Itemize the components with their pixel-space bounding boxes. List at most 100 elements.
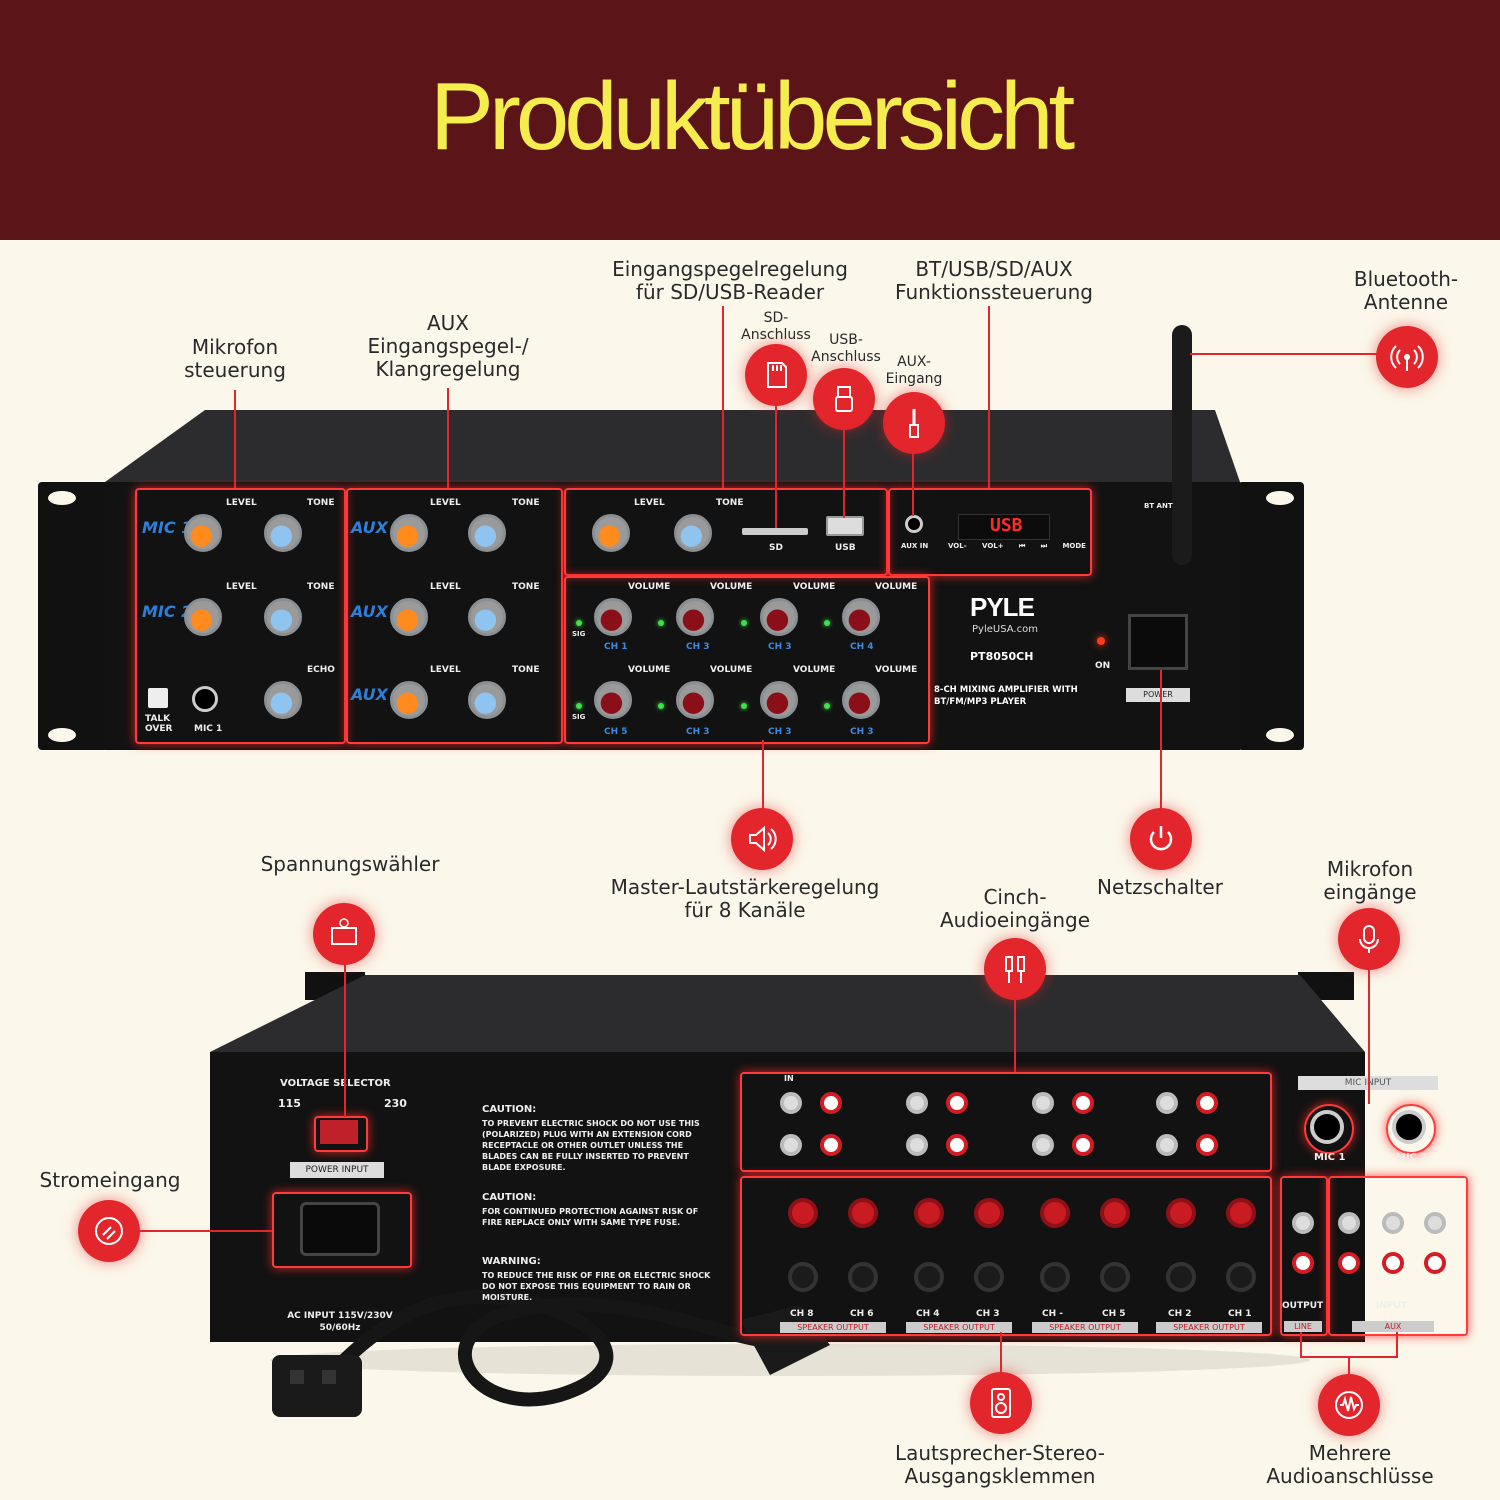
rca-jack-12[interactable]	[946, 1134, 968, 1156]
aux-in-2-l-jack[interactable]	[1382, 1212, 1404, 1234]
label-usb-port-line1: USB-	[829, 332, 863, 348]
usb-port-label: USB	[835, 543, 856, 553]
line-aux-control	[447, 388, 449, 488]
ch5-volume-knob[interactable]	[594, 681, 632, 719]
ch3-volume-knob[interactable]	[760, 598, 798, 636]
label-power-switch: Netzschalter	[1080, 876, 1240, 899]
line-master-volume	[762, 740, 764, 810]
voltage-switch-icon	[331, 918, 357, 945]
vol-down-button[interactable]: VOL-	[948, 542, 967, 550]
sd-usb-tone-knob[interactable]	[674, 514, 712, 552]
rca-jack-8[interactable]	[1196, 1092, 1218, 1114]
speaker-post-4[interactable]	[974, 1198, 1004, 1228]
speaker-post-11[interactable]	[914, 1262, 944, 1292]
aux-in-1-l-jack[interactable]	[1338, 1212, 1360, 1234]
ch-label-rear-3: CH 4	[916, 1309, 940, 1319]
aux1-level-knob[interactable]	[390, 514, 428, 552]
rca-jack-4[interactable]	[946, 1092, 968, 1114]
sd-card-slot[interactable]	[742, 528, 808, 535]
rca-jack-9[interactable]	[780, 1134, 802, 1156]
rca-jack-3[interactable]	[906, 1092, 928, 1114]
next-button[interactable]: ⏭	[1040, 542, 1048, 550]
rca-jack-6[interactable]	[1072, 1092, 1094, 1114]
aux2-level-knob[interactable]	[390, 598, 428, 636]
rca-jack-2[interactable]	[820, 1092, 842, 1114]
mic2-level-knob[interactable]	[184, 598, 222, 636]
mic1-front-jack[interactable]	[192, 686, 218, 712]
mic2-tone-knob[interactable]	[264, 598, 302, 636]
rca-jack-10[interactable]	[820, 1134, 842, 1156]
sig-led-2	[658, 620, 664, 626]
ch6-volume-knob[interactable]	[676, 681, 714, 719]
speaker-post-6[interactable]	[1100, 1198, 1130, 1228]
volume-label-5: VOLUME	[628, 665, 671, 675]
mic1-tone-knob[interactable]	[264, 514, 302, 552]
voltage-badge	[313, 903, 375, 965]
ch1-volume-knob[interactable]	[594, 598, 632, 636]
speaker-post-14[interactable]	[1100, 1262, 1130, 1292]
mode-button[interactable]: MODE	[1062, 542, 1086, 550]
ch-label-rear-6: CH 5	[1102, 1309, 1126, 1319]
speaker-post-10[interactable]	[848, 1262, 878, 1292]
line-out-l-jack[interactable]	[1292, 1212, 1314, 1234]
aux3-tone-knob[interactable]	[468, 681, 506, 719]
speaker-post-7[interactable]	[1166, 1198, 1196, 1228]
volume-label-8: VOLUME	[875, 665, 918, 675]
aux-in-1-r-jack[interactable]	[1338, 1252, 1360, 1274]
aux1-tone-knob[interactable]	[468, 514, 506, 552]
aux3-level-knob[interactable]	[390, 681, 428, 719]
iec-socket[interactable]	[300, 1202, 380, 1256]
speaker-post-8[interactable]	[1226, 1198, 1256, 1228]
rca-jack-7[interactable]	[1156, 1092, 1178, 1114]
power-switch[interactable]	[1128, 614, 1188, 670]
volume-label-7: VOLUME	[793, 665, 836, 675]
aux-in-3-l-jack[interactable]	[1424, 1212, 1446, 1234]
usb-port[interactable]	[826, 516, 864, 536]
label-mic-control-line1: Mikrofon	[191, 335, 279, 359]
sd-usb-level-knob[interactable]	[592, 514, 630, 552]
rca-jack-5[interactable]	[1032, 1092, 1054, 1114]
label-master-volume-line1: Master-Lautstärkeregelung	[610, 875, 880, 899]
mic1-rear-jack[interactable]	[1310, 1110, 1344, 1144]
label-rca-line2: Audioeingänge	[939, 908, 1090, 932]
label-aux-in-line2: Eingang	[885, 371, 943, 387]
speaker-post-1[interactable]	[788, 1198, 818, 1228]
ch7-volume-knob[interactable]	[760, 681, 798, 719]
echo-knob[interactable]	[264, 681, 302, 719]
ch-label-8: CH 3	[850, 727, 874, 737]
line-out-r-jack[interactable]	[1292, 1252, 1314, 1274]
aux-in-3-r-jack[interactable]	[1424, 1252, 1446, 1274]
ch8-volume-knob[interactable]	[842, 681, 880, 719]
aux-in-2-r-jack[interactable]	[1382, 1252, 1404, 1274]
voltage-switch[interactable]	[320, 1120, 358, 1144]
speaker-post-2[interactable]	[848, 1198, 878, 1228]
mic1-level-knob[interactable]	[184, 514, 222, 552]
rca-jack-13[interactable]	[1032, 1134, 1054, 1156]
volume-label-3: VOLUME	[793, 582, 836, 592]
mic2-rear-jack[interactable]	[1392, 1110, 1426, 1144]
bt-ant-label: BT ANT	[1144, 502, 1173, 510]
speaker-post-3[interactable]	[914, 1198, 944, 1228]
rca-jack-16[interactable]	[1196, 1134, 1218, 1156]
aux2-tone-knob[interactable]	[468, 598, 506, 636]
ch4-volume-knob[interactable]	[842, 598, 880, 636]
in-label: IN	[784, 1074, 794, 1083]
rca-jack-14[interactable]	[1072, 1134, 1094, 1156]
rca-jack-15[interactable]	[1156, 1134, 1178, 1156]
speaker-post-5[interactable]	[1040, 1198, 1070, 1228]
ch2-volume-knob[interactable]	[676, 598, 714, 636]
sig-led-8	[824, 703, 830, 709]
speaker-post-9[interactable]	[788, 1262, 818, 1292]
rca-jack-11[interactable]	[906, 1134, 928, 1156]
speaker-post-16[interactable]	[1226, 1262, 1256, 1292]
aux-in-label: AUX IN	[901, 542, 929, 550]
talk-over-button[interactable]	[148, 688, 168, 708]
echo-label: ECHO	[307, 665, 335, 675]
rca-jack-1[interactable]	[780, 1092, 802, 1114]
aux-in-jack[interactable]	[905, 515, 923, 533]
speaker-post-12[interactable]	[974, 1262, 1004, 1292]
prev-button[interactable]: ⏮	[1019, 542, 1026, 550]
vol-up-button[interactable]: VOL+	[982, 542, 1004, 550]
speaker-post-15[interactable]	[1166, 1262, 1196, 1292]
speaker-post-13[interactable]	[1040, 1262, 1070, 1292]
